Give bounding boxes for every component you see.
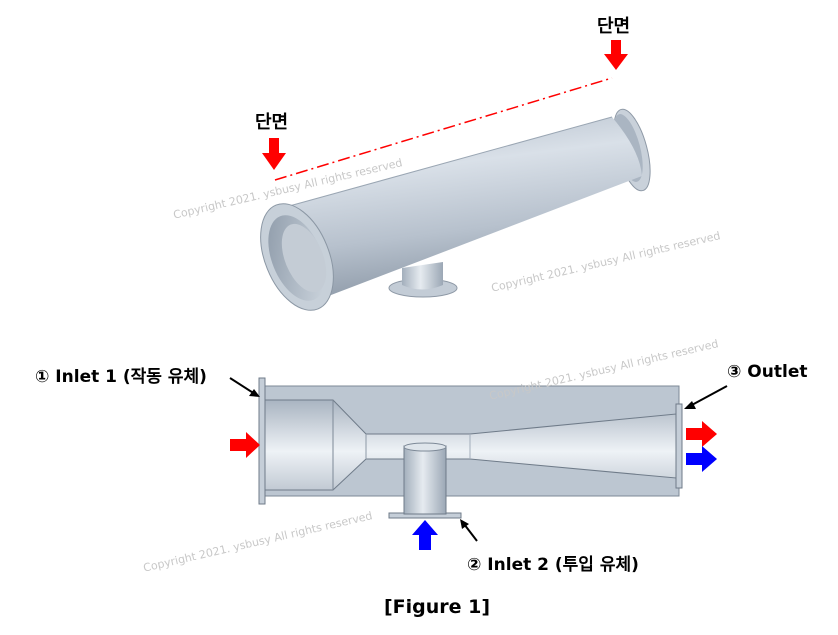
- section-label-top: 단면: [597, 16, 631, 37]
- leader-outlet: [684, 385, 728, 409]
- inlet2-label: ② Inlet 2 (투입 유체): [467, 555, 639, 575]
- outlet-label: ③ Outlet: [727, 362, 808, 382]
- outlet-red-arrow: [686, 421, 717, 447]
- leader-inlet2: [460, 519, 478, 542]
- section-line: [274, 77, 613, 181]
- section-arrow-top: [604, 40, 628, 70]
- ejector-cross-section: [258, 377, 683, 519]
- ejector-3d-view: [260, 77, 651, 311]
- inlet1-label: ① Inlet 1 (작동 유체): [35, 367, 207, 387]
- inlet2-blue-arrow: [412, 520, 438, 550]
- figure-caption: [Figure 1]: [384, 596, 491, 618]
- section-arrow-left: [262, 138, 286, 170]
- leader-inlet1: [229, 377, 260, 397]
- outlet-flange: [675, 403, 683, 489]
- inlet1-red-arrow: [230, 432, 260, 458]
- section-label-left: 단면: [255, 112, 289, 133]
- outlet-blue-arrow: [686, 446, 717, 472]
